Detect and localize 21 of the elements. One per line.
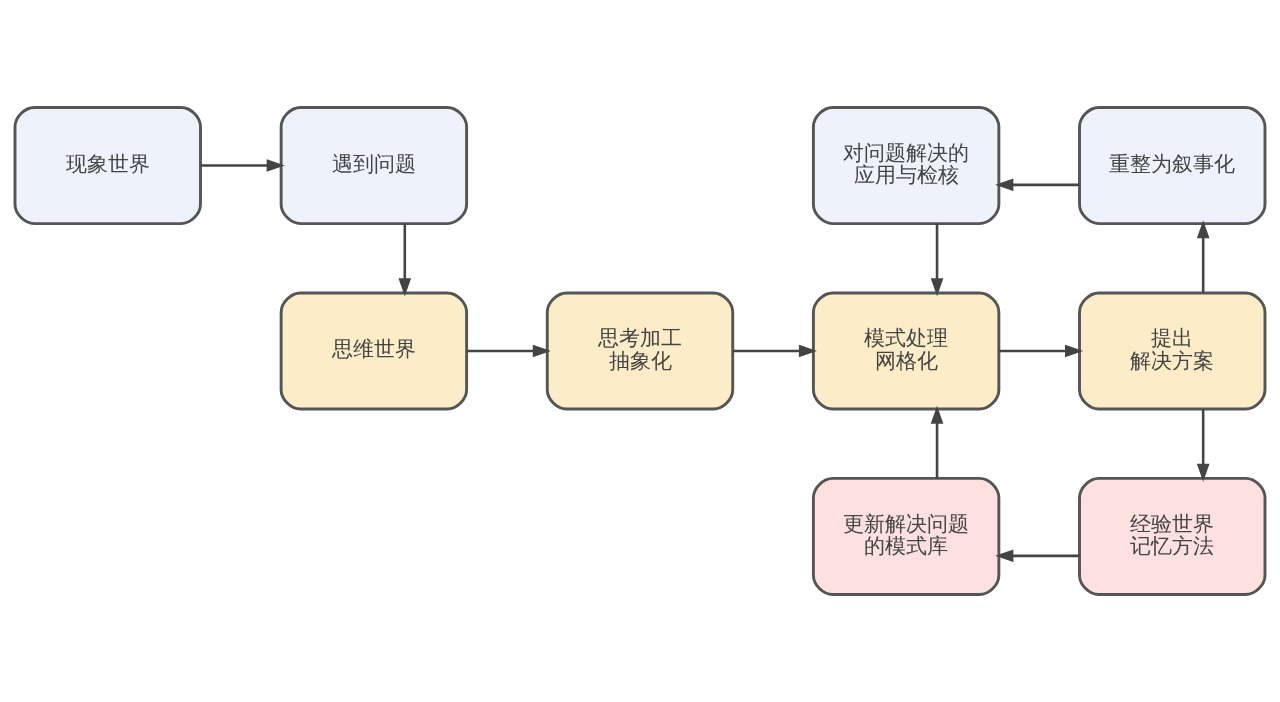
node-box: 现象世界	[13, 106, 202, 226]
node-box: 经验世界 记忆方法	[1078, 476, 1267, 596]
node-box: 提出 解决方案	[1078, 291, 1267, 411]
arrow	[930, 405, 944, 479]
node-box: 更新解决问题的模式库	[811, 476, 1001, 596]
arrow	[995, 178, 1080, 192]
arrow	[995, 549, 1080, 563]
node-box: 思维世界	[279, 291, 469, 411]
node-box: 遇到问题	[279, 106, 469, 226]
arrow	[733, 344, 817, 358]
node-box: 模式处理 网格化	[811, 291, 1001, 411]
node-box: 思考加工 抽象化	[545, 291, 735, 411]
node-box: 重整为叙事化	[1078, 106, 1267, 226]
arrow	[466, 344, 551, 358]
arrow	[1196, 220, 1210, 293]
arrow	[398, 223, 412, 297]
arrow	[999, 344, 1084, 358]
node-box: 对问题解决的应用与检核	[811, 106, 1001, 226]
arrow	[930, 223, 944, 297]
arrow	[200, 159, 285, 172]
arrow	[1196, 409, 1210, 482]
